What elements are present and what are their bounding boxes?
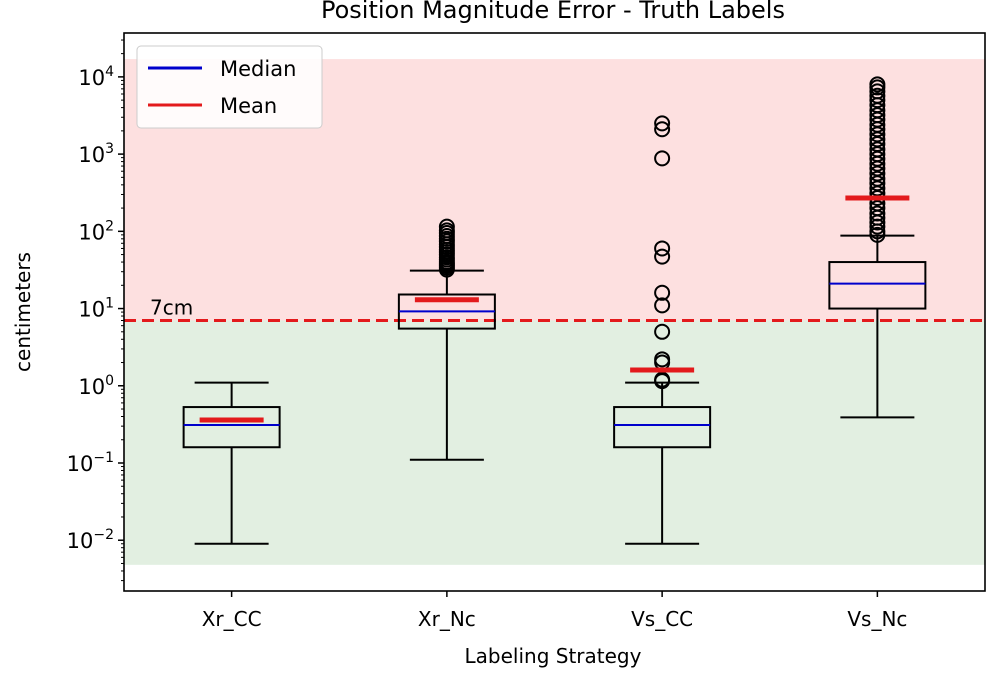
y-axis-label: centimeters (11, 252, 35, 372)
outlier-point (869, 76, 886, 93)
outlier-point (654, 323, 671, 340)
iqr-box (828, 261, 927, 310)
y-tick-label: 10−2 (67, 527, 114, 553)
chart-title: Position Magnitude Error - Truth Labels (321, 0, 785, 24)
x-tick-label: Vs_Nc (847, 607, 907, 631)
outlier-point (654, 240, 671, 257)
box-Xr_Nc (397, 218, 496, 461)
legend-mean-label: Mean (220, 94, 277, 118)
outlier-point (654, 351, 671, 368)
legend-median-label: Median (220, 57, 296, 81)
iqr-box (613, 406, 712, 449)
y-tick-label: 102 (78, 218, 114, 244)
x-tick-label: Vs_CC (631, 607, 693, 631)
x-axis-label: Labeling Strategy (465, 644, 642, 668)
y-tick-label: 10−1 (67, 450, 114, 476)
outlier-point (654, 284, 671, 301)
legend: Median Mean (136, 45, 323, 129)
y-tick-label: 104 (78, 64, 114, 90)
outlier-point (869, 205, 886, 222)
outlier-point (654, 121, 671, 138)
y-tick-label: 101 (78, 296, 114, 322)
box-Vs_Nc (828, 76, 927, 419)
threshold-label: 7cm (150, 296, 193, 320)
box-Xr_CC (182, 381, 281, 545)
outlier-point (438, 218, 455, 235)
x-tick-label: Xr_Nc (418, 607, 476, 631)
iqr-box (182, 406, 281, 449)
outlier-point (654, 150, 671, 167)
outlier-point (869, 92, 886, 109)
box-Vs_CC (613, 115, 712, 545)
y-tick-label: 103 (78, 141, 114, 167)
outlier-point (654, 115, 671, 132)
outlier-point (654, 248, 671, 265)
pass-region (124, 320, 985, 565)
outlier-point (869, 141, 886, 158)
outlier-point (869, 83, 886, 100)
x-tick-label: Xr_CC (202, 607, 262, 631)
outlier-point (654, 371, 671, 388)
outlier-point (654, 297, 671, 314)
outlier-point (869, 87, 886, 104)
y-tick-label: 100 (78, 373, 114, 399)
